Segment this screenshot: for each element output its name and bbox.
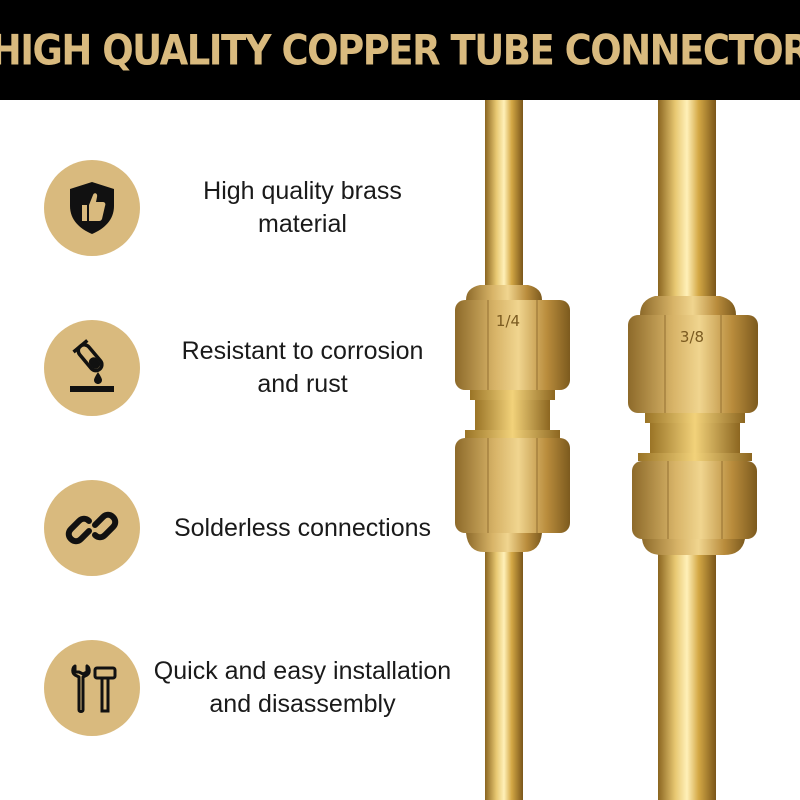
product-photo: 1/4 3/8 [455, 100, 758, 800]
wrench-hammer-icon [71, 664, 117, 713]
tube-fitting-right: 3/8 [628, 100, 758, 800]
test-tube-icon [70, 339, 114, 392]
feature-icon-circle [44, 480, 140, 576]
chain-link-icon [65, 511, 119, 545]
feature-solderless: Solderless connections [0, 480, 460, 580]
feature-text: Quick and easy installation and disassem… [145, 640, 460, 736]
feature-line: and disassembly [209, 690, 396, 718]
feature-corrosion-resistant: Resistant to corrosion and rust [0, 320, 460, 420]
feature-icon-circle [44, 160, 140, 256]
feature-text: Solderless connections [145, 480, 460, 576]
feature-line: material [258, 210, 347, 238]
fitting-size-label: 3/8 [680, 328, 704, 346]
tube-fitting-left: 1/4 [455, 100, 570, 800]
feature-text: High quality brass material [145, 160, 460, 256]
feature-line: High quality brass [203, 177, 402, 205]
feature-line: and rust [257, 370, 348, 398]
feature-icon-circle [44, 320, 140, 416]
feature-line: Resistant to corrosion [181, 337, 424, 365]
feature-line: Solderless connections [173, 513, 432, 542]
feature-icon-circle [44, 640, 140, 736]
banner: HIGH QUALITY COPPER TUBE CONNECTOR [0, 0, 800, 100]
shield-thumbs-up-icon [70, 182, 114, 234]
fitting-size-label: 1/4 [496, 312, 520, 330]
banner-title: HIGH QUALITY COPPER TUBE CONNECTOR [0, 25, 800, 75]
feature-line: Quick and easy installation [153, 657, 452, 685]
feature-easy-installation: Quick and easy installation and disassem… [0, 640, 460, 740]
feature-brass-material: High quality brass material [0, 160, 460, 260]
feature-text: Resistant to corrosion and rust [145, 320, 460, 416]
